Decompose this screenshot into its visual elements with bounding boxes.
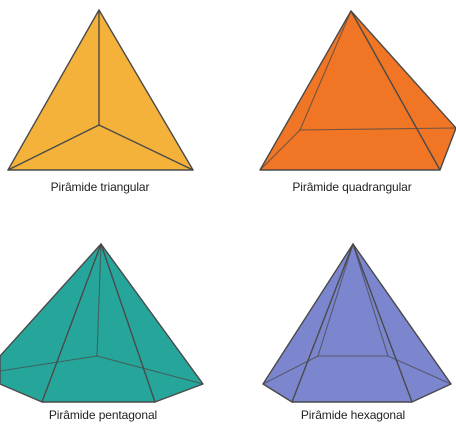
triangular-pyramid-edge [7,124,100,171]
quadrangular-pyramid-hidden-edge [259,129,301,171]
caption-triangular: Pirâmide triangular [50,180,150,194]
triangular-pyramid-body [7,9,194,171]
hexagonal-pyramid-hidden-edge [262,355,319,385]
hexagonal-pyramid-edge [352,243,413,403]
quadrangular-pyramid-hidden-edge [299,10,352,131]
hexagonal-pyramid-hidden-edge [317,243,354,357]
pentagonal-pyramid-hidden-edge [96,355,204,385]
quadrangular-pyramid-edge [350,10,441,171]
caption-pentagonal: Pirâmide pentagonal [48,408,158,422]
hexagonal-pyramid-edge [291,243,354,403]
pentagonal-pyramid-edge [100,243,156,403]
pentagonal-pyramid [0,243,204,403]
hexagonal-pyramid-body [262,243,452,403]
pentagonal-pyramid-body [0,243,204,403]
quadrangular-pyramid-hidden-edge [299,127,456,131]
caption-quadrangular: Pirâmide quadrangular [292,180,412,194]
hexagonal-pyramid-hidden-edge [352,243,389,357]
quadrangular-pyramid [259,10,456,171]
pentagonal-pyramid-hidden-edge [96,243,102,357]
pentagonal-pyramid-edge [41,243,102,403]
triangular-pyramid-edge [98,124,194,171]
hexagonal-pyramid-hidden-edge [387,355,452,385]
pentagonal-pyramid-hidden-edge [0,355,98,372]
caption-hexagonal: Pirâmide hexagonal [300,408,406,422]
hexagonal-pyramid [262,243,452,403]
triangular-pyramid [7,9,194,171]
